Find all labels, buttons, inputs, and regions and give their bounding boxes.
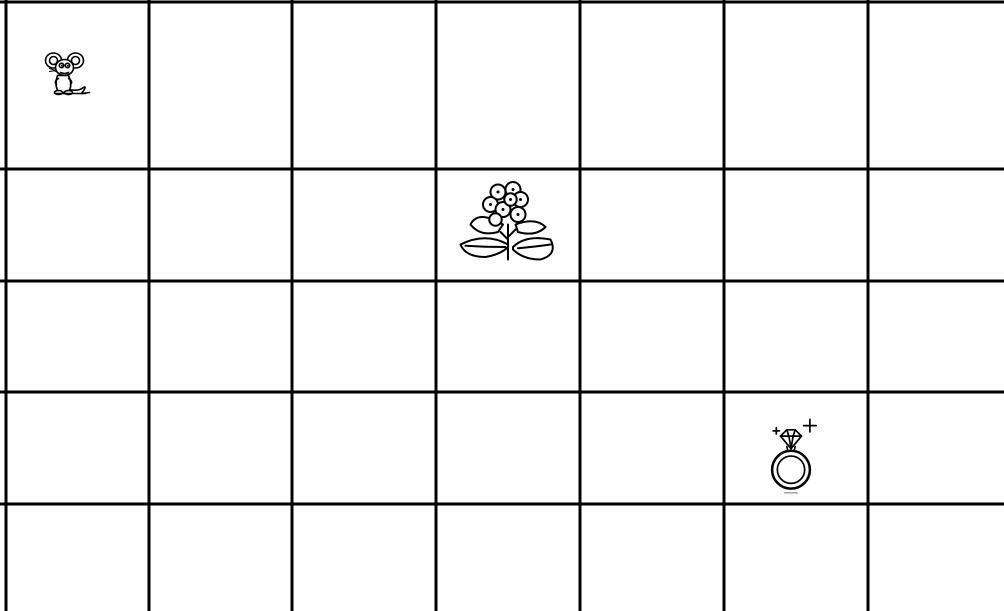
board-cell-r5-c1[interactable] — [6, 504, 149, 611]
board-cell-r4-c2[interactable] — [149, 392, 292, 504]
board-cell-r2-c2[interactable] — [149, 169, 292, 281]
board-cell-r3-c6[interactable] — [724, 281, 868, 392]
board-cell-r5-c5[interactable] — [580, 504, 724, 611]
board-cell-r2-c6[interactable] — [724, 169, 868, 281]
board-cell-r2-c1[interactable] — [6, 169, 149, 281]
board-cell-r5-c4[interactable] — [436, 504, 580, 611]
board-cell-r4-c3[interactable] — [292, 392, 436, 504]
grid-cells — [6, 2, 1004, 611]
board-cell-r2-c3[interactable] — [292, 169, 436, 281]
board-cell-r3-c5[interactable] — [580, 281, 724, 392]
board-cell-r1-c6[interactable] — [724, 2, 868, 169]
board-cell-r2-c5[interactable] — [580, 169, 724, 281]
board-cell-r3-c4[interactable] — [436, 281, 580, 392]
board-cell-r1-c5[interactable] — [580, 2, 724, 169]
board-cell-r3-c7[interactable] — [868, 281, 1004, 392]
board-cell-r2-c7[interactable] — [868, 169, 1004, 281]
board-cell-r1-c7[interactable] — [868, 2, 1004, 169]
board-cell-r4-c4[interactable] — [436, 392, 580, 504]
board-cell-r5-c6[interactable] — [724, 504, 868, 611]
board-cell-r4-c1[interactable] — [6, 392, 149, 504]
board-cell-r5-c2[interactable] — [149, 504, 292, 611]
board-cell-r3-c2[interactable] — [149, 281, 292, 392]
board-cell-r1-c1[interactable] — [6, 2, 149, 169]
board-cell-r4-c5[interactable] — [580, 392, 724, 504]
board-cell-r5-c7[interactable] — [868, 504, 1004, 611]
board-cell-r5-c3[interactable] — [292, 504, 436, 611]
board-cell-r1-c4[interactable] — [436, 2, 580, 169]
board-cell-r4-c7[interactable] — [868, 392, 1004, 504]
board-cell-r3-c3[interactable] — [292, 281, 436, 392]
board-cell-r3-c1[interactable] — [6, 281, 149, 392]
board-cell-r1-c3[interactable] — [292, 2, 436, 169]
board-cell-r1-c2[interactable] — [149, 2, 292, 169]
